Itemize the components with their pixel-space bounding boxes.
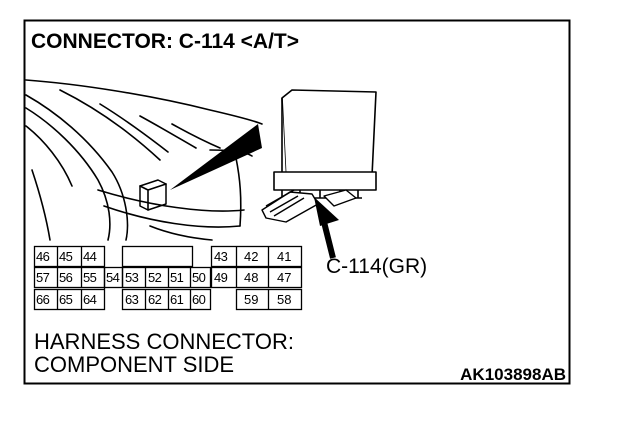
pin-number: 47 <box>277 270 291 285</box>
pin-number: 62 <box>148 292 162 307</box>
pin-number: 57 <box>36 270 50 285</box>
pin-number: 56 <box>59 270 73 285</box>
pin-number: 41 <box>277 249 291 264</box>
pin-number: 46 <box>36 249 50 264</box>
pin-number: 45 <box>59 249 73 264</box>
pin-number: 52 <box>148 270 162 285</box>
ecu-module <box>273 89 377 199</box>
pin-number: 55 <box>83 270 97 285</box>
pin-number: 53 <box>125 270 139 285</box>
zoom-pointer-wedge <box>170 124 262 190</box>
pin-number: 58 <box>277 292 291 307</box>
pin-number: 59 <box>244 292 258 307</box>
pin-number: 63 <box>125 292 139 307</box>
pin-number: 65 <box>59 292 73 307</box>
caption-line-1: HARNESS CONNECTOR: <box>34 329 294 354</box>
pin-number: 60 <box>192 292 206 307</box>
pin-number: 51 <box>170 270 184 285</box>
pin-number: 54 <box>106 270 120 285</box>
connector-title: CONNECTOR: C-114 <A/T> <box>31 30 299 53</box>
harness-plug <box>261 189 357 223</box>
figure-code: AK103898AB <box>460 365 566 384</box>
pin-number: 42 <box>244 249 258 264</box>
callout-arrow <box>314 197 339 259</box>
pin-number: 48 <box>244 270 258 285</box>
callout-label: C-114(GR) <box>326 255 427 278</box>
pin-number: 44 <box>83 249 97 264</box>
pin-number: 64 <box>83 292 97 307</box>
caption-line-2: COMPONENT SIDE <box>34 352 234 377</box>
pin-number: 61 <box>170 292 184 307</box>
connector-pin-face: 46 45 44 57 56 55 54 66 65 64 53 52 51 5… <box>33 245 303 311</box>
pin-number: 43 <box>214 249 228 264</box>
pin-number: 50 <box>192 270 206 285</box>
pin-number: 66 <box>36 292 50 307</box>
dashboard-illustration <box>25 79 263 241</box>
diagram-frame <box>23 19 571 385</box>
pin-number: 49 <box>214 270 228 285</box>
